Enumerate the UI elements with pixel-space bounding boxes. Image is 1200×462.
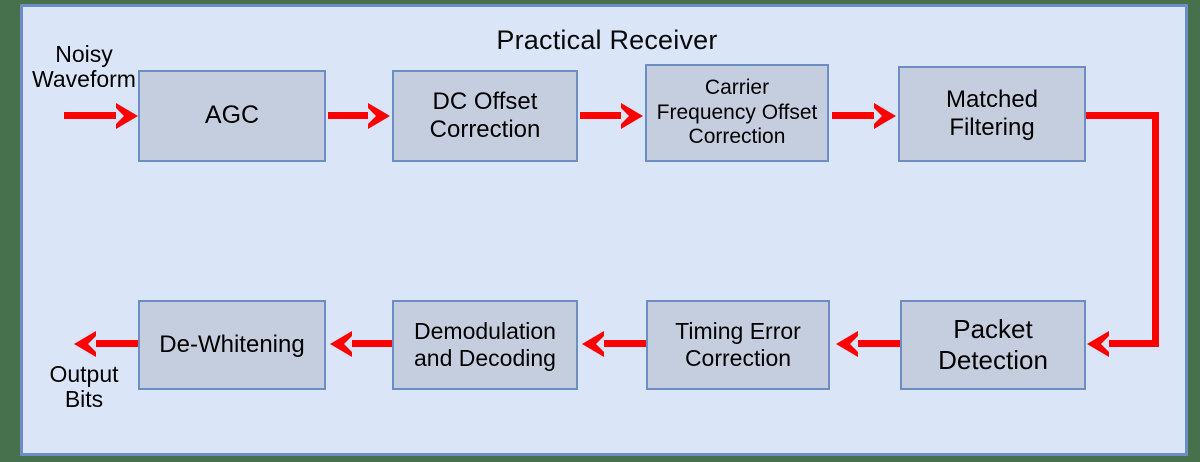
arrowhead-packet-detection-to-timing-error bbox=[836, 331, 858, 357]
arrowhead-agc-to-dc-offset bbox=[368, 103, 390, 129]
connector-agc-to-dc-offset bbox=[328, 112, 370, 119]
block-packet-detection[interactable]: Packet Detection bbox=[900, 300, 1086, 390]
connector-timing-error-to-demodulation bbox=[604, 340, 646, 347]
connector-dc-offset-to-cfo bbox=[580, 112, 622, 119]
block-timing-error-correction[interactable]: Timing Error Correction bbox=[646, 300, 830, 390]
input-label: Noisy Waveform bbox=[32, 41, 136, 93]
connector-matched-filtering-to-packet-detection bbox=[1105, 340, 1159, 347]
arrowhead-cfo-to-matched-filtering bbox=[874, 103, 896, 129]
connector-packet-detection-to-timing-error bbox=[858, 340, 900, 347]
arrowhead-timing-error-to-demodulation bbox=[582, 331, 604, 357]
block-matched-filtering[interactable]: Matched Filtering bbox=[898, 66, 1086, 162]
block-de-whitening[interactable]: De-Whitening bbox=[138, 300, 326, 390]
block-carrier-frequency-offset[interactable]: Carrier Frequency Offset Correction bbox=[645, 64, 829, 162]
arrowhead-to-packet-detection bbox=[1087, 331, 1109, 357]
connector-matched-filtering-right bbox=[1086, 112, 1159, 119]
block-dc-offset[interactable]: DC Offset Correction bbox=[392, 70, 578, 162]
connector-de-whitening-to-output bbox=[96, 340, 138, 347]
output-label: Output Bits bbox=[49, 361, 119, 413]
arrowhead-demodulation-to-de-whitening bbox=[330, 331, 352, 357]
page-title: Practical Receiver bbox=[496, 25, 718, 55]
arrowhead-input-to-agc bbox=[116, 103, 138, 129]
connector-cfo-to-matched-filtering bbox=[832, 112, 874, 119]
arrowhead-dc-offset-to-cfo bbox=[621, 103, 643, 129]
arrowhead-de-whitening-to-output bbox=[74, 331, 96, 357]
block-demodulation-and-decoding[interactable]: Demodulation and Decoding bbox=[392, 300, 578, 390]
connector-matched-filtering-down bbox=[1152, 112, 1159, 347]
connector-demodulation-to-de-whitening bbox=[352, 340, 392, 347]
connector-input-to-agc bbox=[64, 112, 118, 119]
block-agc[interactable]: AGC bbox=[138, 70, 326, 162]
